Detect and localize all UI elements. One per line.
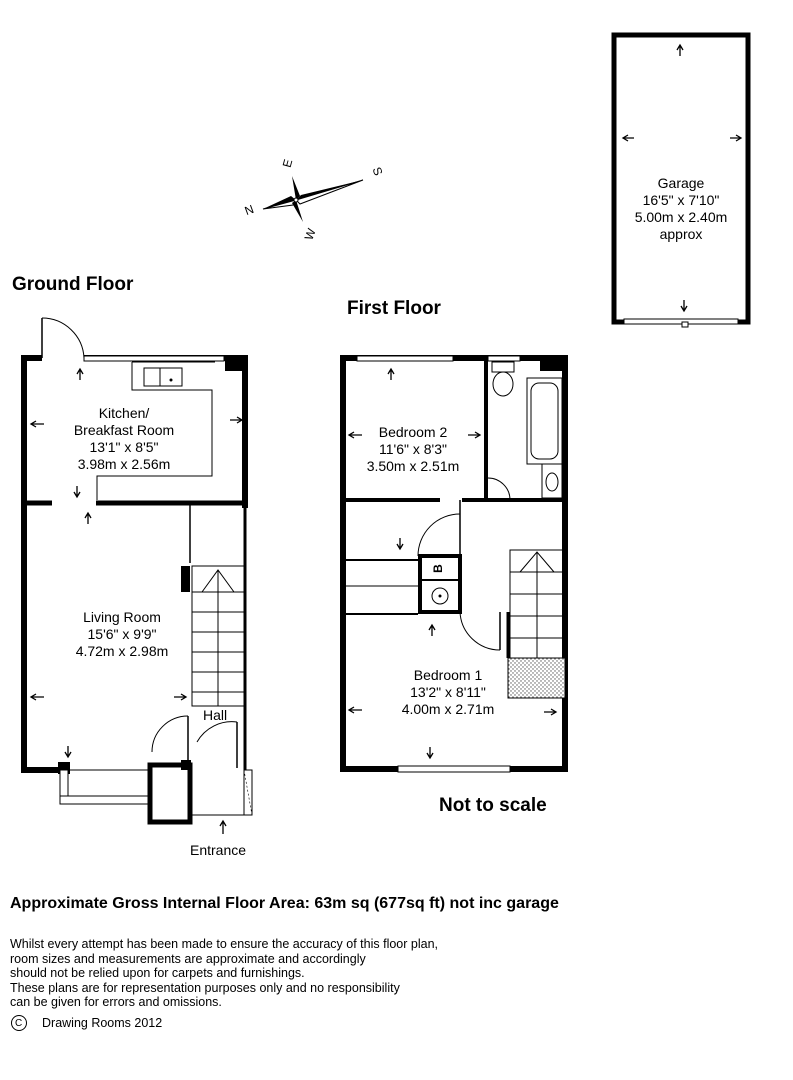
room-size-imperial: 15'6" x 9'9" <box>87 626 157 642</box>
room-name: Bedroom 1 <box>413 667 483 683</box>
boiler-label: B <box>430 564 445 573</box>
first-floor-heading: First Floor <box>347 298 441 319</box>
kitchen-label: Kitchen/ Breakfast Room 13'1" x 8'5" 3.9… <box>60 405 188 473</box>
dimension-arrows <box>29 43 743 834</box>
room-size-metric: 4.72m x 2.98m <box>75 643 169 659</box>
room-name: Garage <box>657 175 705 191</box>
room-size-imperial: 11'6" x 8'3" <box>379 441 447 457</box>
room-name-2: Breakfast Room <box>73 422 175 438</box>
bedroom-2-label: Bedroom 2 11'6" x 8'3" 3.50m x 2.51m <box>356 424 470 475</box>
copyright-text: Drawing Rooms 2012 <box>42 1016 163 1030</box>
not-to-scale-note: Not to scale <box>439 795 547 816</box>
copyright-circle-icon <box>11 1015 27 1031</box>
disclaimer-line: can be given for errors and omissions. <box>10 995 222 1010</box>
room-size-imperial: 16'5" x 7'10" <box>642 192 720 208</box>
first-floor-walls <box>340 355 568 773</box>
room-size-metric: 3.98m x 2.56m <box>77 456 171 472</box>
room-name: Bedroom 2 <box>378 424 448 440</box>
copyright-symbol: C <box>15 1018 23 1029</box>
compass-rose-icon <box>262 176 364 222</box>
disclaimer-line: Whilst every attempt has been made to en… <box>10 937 438 951</box>
garage-outline <box>611 32 751 328</box>
gross-floor-area: Approximate Gross Internal Floor Area: 6… <box>10 895 559 912</box>
garage-label: Garage 16'5" x 7'10" 5.00m x 2.40m appro… <box>618 175 744 243</box>
disclaimer: Whilst every attempt has been made to en… <box>10 937 530 1010</box>
living-room-label: Living Room 15'6" x 9'9" 4.72m x 2.98m <box>62 609 182 660</box>
disclaimer-line: room sizes and measurements are approxim… <box>10 951 366 966</box>
ground-floor-heading: Ground Floor <box>12 274 134 295</box>
room-size-imperial: 13'1" x 8'5" <box>89 439 159 455</box>
room-size-metric: 4.00m x 2.71m <box>401 701 495 717</box>
disclaimer-line: These plans are for representation purpo… <box>10 980 400 995</box>
entrance-label: Entrance <box>190 842 247 858</box>
bedroom-1-label: Bedroom 1 13'2" x 8'11" 4.00m x 2.71m <box>388 667 508 718</box>
ground-floor-walls <box>21 317 253 825</box>
room-size-metric: 3.50m x 2.51m <box>366 458 460 474</box>
room-size-imperial: 13'2" x 8'11" <box>410 684 486 700</box>
room-size-approx: approx <box>659 226 703 242</box>
disclaimer-line: should not be relied upon for carpets an… <box>10 966 305 981</box>
room-name: Living Room <box>83 609 161 625</box>
hall-label: Hall <box>203 707 228 723</box>
room-size-metric: 5.00m x 2.40m <box>634 209 728 225</box>
room-name: Kitchen/ <box>98 405 150 421</box>
